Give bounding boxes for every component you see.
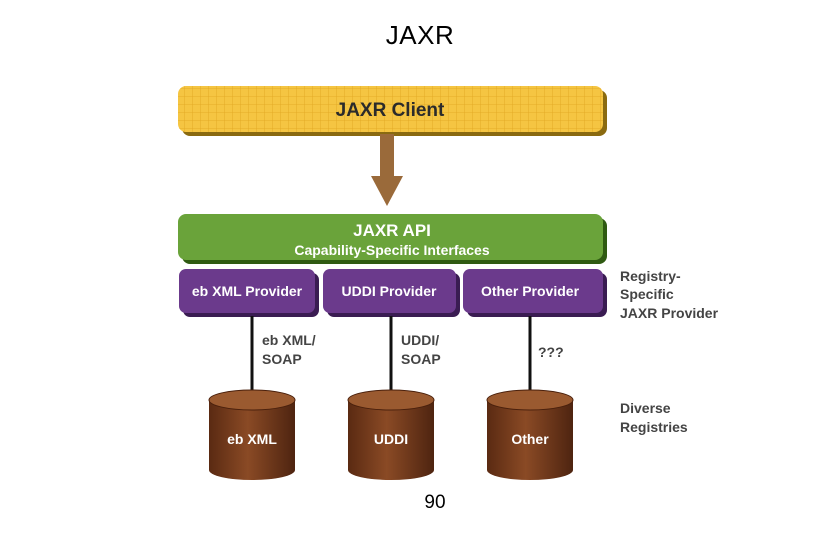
provider-uddi: UDDI Provider — [323, 269, 460, 317]
provider-other-label: Other Provider — [481, 283, 580, 299]
provider-ebxml: eb XML Provider — [179, 269, 319, 317]
provider-uddi-label: UDDI Provider — [342, 283, 437, 299]
jaxr-api-box: JAXR API Capability-Specific Interfaces — [178, 214, 607, 264]
registry-uddi-label: UDDI — [374, 431, 408, 447]
jaxr-client-label: JAXR Client — [336, 100, 445, 121]
registry-ebxml-label: eb XML — [227, 431, 277, 447]
registry-other-cylinder: Other — [486, 389, 574, 480]
provider-ebxml-label: eb XML Provider — [192, 283, 303, 299]
registry-uddi-cylinder: UDDI — [347, 389, 435, 480]
protocol-other-line1: ??? — [538, 344, 564, 360]
protocol-ebxml-line2: SOAP — [262, 351, 302, 367]
jaxr-api-subtitle: Capability-Specific Interfaces — [294, 242, 490, 258]
side-label-provider-line3: JAXR Provider — [620, 305, 719, 321]
page-number: 90 — [424, 492, 446, 513]
jaxr-client-box: JAXR Client — [178, 86, 607, 136]
jaxr-api-title: JAXR API — [353, 221, 431, 240]
registry-other-label: Other — [511, 431, 549, 447]
protocol-uddi-line2: SOAP — [401, 351, 441, 367]
side-label-provider-line1: Registry- — [620, 268, 681, 284]
registry-ebxml-cylinder: eb XML — [208, 389, 296, 480]
protocol-uddi-line1: UDDI/ — [401, 332, 439, 348]
client-to-api-arrow — [371, 134, 403, 206]
provider-other: Other Provider — [463, 269, 607, 317]
side-label-provider-line2: Specific — [620, 286, 674, 302]
protocol-ebxml-line1: eb XML/ — [262, 332, 316, 348]
side-label-registries-line2: Registries — [620, 419, 688, 435]
slide-title: JAXR — [385, 20, 455, 50]
side-label-registries-line1: Diverse — [620, 400, 671, 416]
